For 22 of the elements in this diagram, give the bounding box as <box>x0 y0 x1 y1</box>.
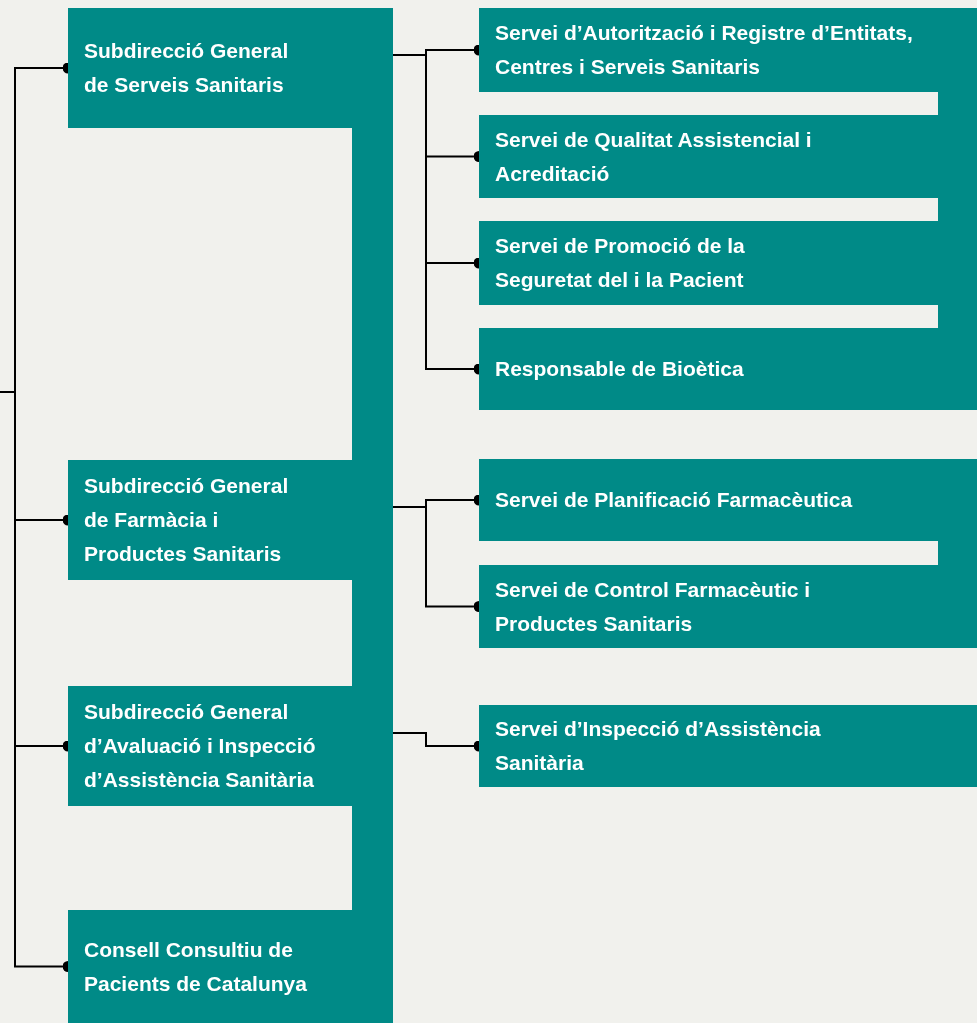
node-label: Servei de Planificació Farmacèutica <box>495 487 853 513</box>
department-box <box>68 686 393 806</box>
node-label: Subdirecció General de Farmàcia i Productes Sanitaris <box>84 473 290 567</box>
unit-box <box>479 8 977 92</box>
unit-box <box>479 459 977 541</box>
department-box <box>68 460 393 580</box>
node-label: Consell Consultiu de Pacients de Catalunya <box>84 936 308 997</box>
unit-box <box>479 705 977 787</box>
unit-box <box>479 115 977 198</box>
unit-box <box>479 565 977 648</box>
node-label: Servei de Promoció de la Seguretat del i la Pacient <box>495 233 746 293</box>
unit-box <box>479 221 977 305</box>
node-label: Servei d’Inspecció d’Assistència Sanitària <box>495 716 822 776</box>
node-label: Subdirecció General de Serveis Sanitaris <box>84 38 290 98</box>
node-label: Servei de Control Farmacèutic i Productes Sanitaris <box>495 576 812 637</box>
department-box <box>68 910 393 1023</box>
department-box <box>68 8 393 128</box>
unit-box <box>479 328 977 410</box>
node-label: Servei d’Autorització i Registre d’Entitats, Centres i Serveis Sanitaris <box>495 20 914 80</box>
node-label: Responsable de Bioètica <box>495 356 744 382</box>
node-label: Subdirecció General d’Avaluació i Inspecció d’Assistència Sanitària <box>84 699 317 793</box>
node-label: Servei de Qualitat Assistencial i Acreditació <box>495 126 813 187</box>
